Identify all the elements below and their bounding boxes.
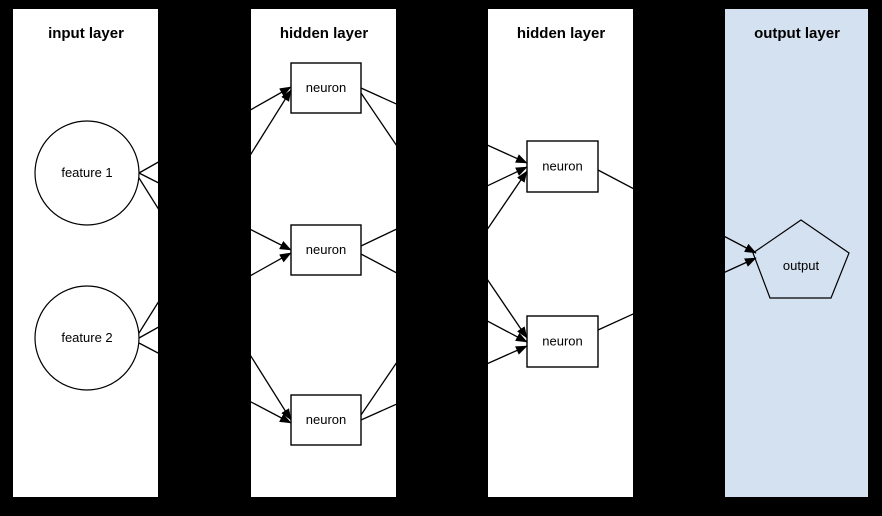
gap-mask-0 (158, 0, 251, 516)
hidden1-neuron-box-2[interactable] (290, 224, 362, 276)
hidden1-neuron-box-3[interactable] (290, 394, 362, 446)
gap-mask-2 (633, 0, 725, 516)
panel-output-layer[interactable] (725, 9, 868, 497)
hidden2-neuron-box-1[interactable] (526, 140, 599, 193)
hidden2-neuron-label-1: neuron (542, 159, 582, 174)
panel-input-layer[interactable] (13, 9, 158, 497)
output-node-pentagon[interactable] (752, 219, 850, 299)
hidden1-neuron-box-1[interactable] (290, 62, 362, 114)
input-node-circle-1[interactable] (34, 120, 140, 226)
hidden1-neuron-label-2: neuron (306, 242, 346, 257)
hidden2-neuron-label-2: neuron (542, 334, 582, 349)
output-node-label: output (783, 258, 820, 273)
panel-hidden-layer-2[interactable] (488, 9, 633, 497)
layer-titles: input layer hidden layer hidden layer outpu… (48, 25, 840, 42)
hidden1-neuron-label-1: neuron (306, 80, 346, 95)
gap-mask-1 (396, 0, 488, 516)
panel-title-hidden-layer-2: hidden layer (517, 25, 606, 42)
input-node-circle-2[interactable] (34, 285, 140, 391)
gap-mask-6 (0, 497, 882, 516)
gap-mask-3 (0, 0, 13, 516)
input-node-label-1: feature 1 (61, 165, 112, 180)
hidden2-neuron-box-2[interactable] (526, 315, 599, 368)
input-node-label-2: feature 2 (61, 330, 112, 345)
hidden1-neuron-label-3: neuron (306, 412, 346, 427)
panel-title-hidden-layer-1: hidden layer (280, 25, 369, 42)
gap-mask-4 (868, 0, 882, 516)
panel-title-input-layer: input layer (48, 25, 124, 42)
panel-title-output-layer: output layer (754, 25, 840, 42)
gap-mask-5 (0, 0, 882, 9)
nodes: feature 1 feature 2 neuron neuron neuron neur… (34, 62, 850, 446)
